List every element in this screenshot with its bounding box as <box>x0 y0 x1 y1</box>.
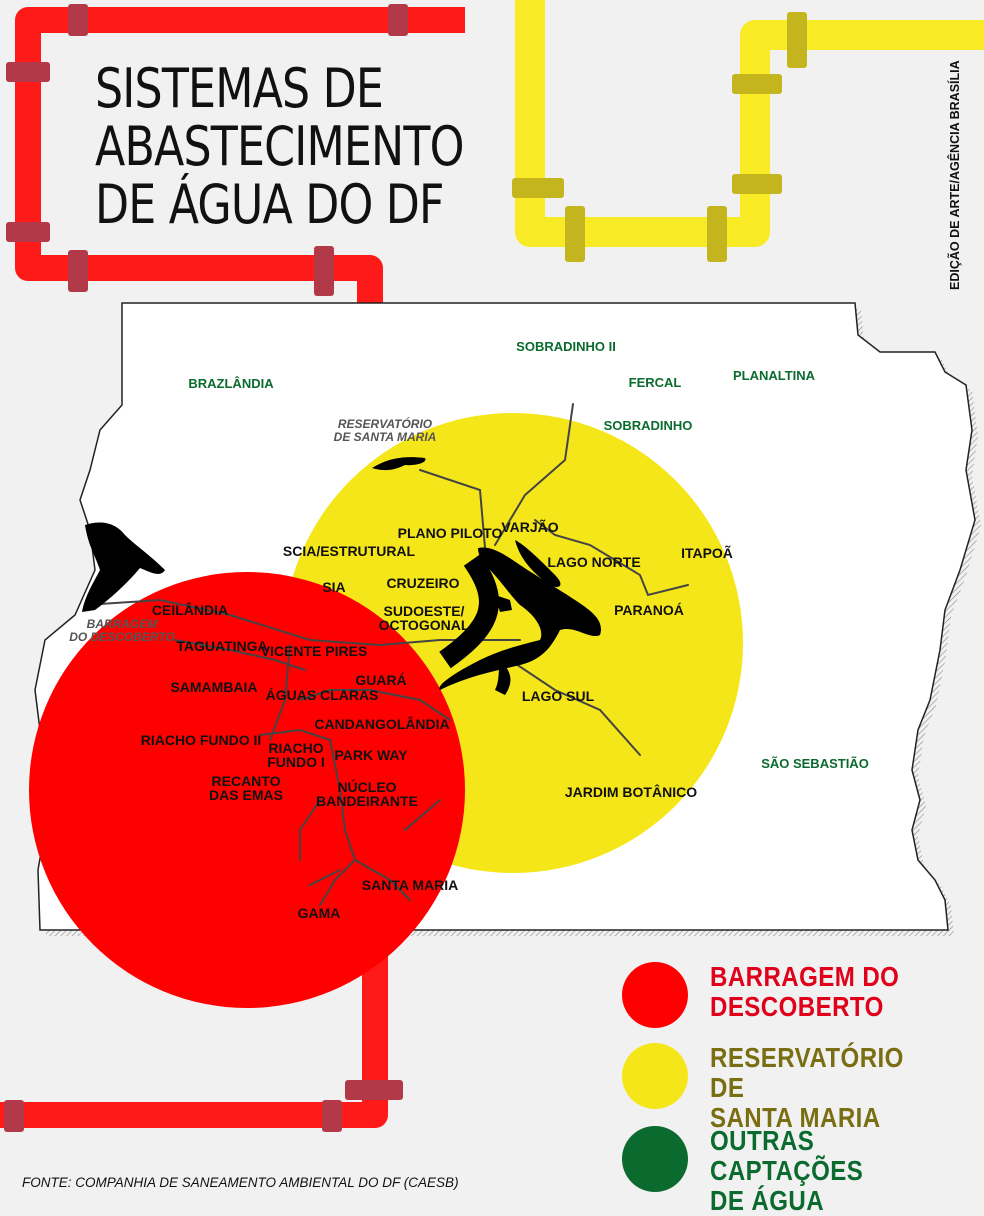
red-pipe-bottom <box>0 930 388 1128</box>
map-label-santa-maria: SANTA MARIA <box>362 877 458 893</box>
credit: EDIÇÃO DE ARTE/AGÊNCIA BRASÍLIA <box>948 60 962 290</box>
source-note: FONTE: COMPANHIA DE SANEAMENTO AMBIENTAL… <box>22 1175 459 1190</box>
map-label-aguas-claras: ÁGUAS CLARAS <box>266 687 379 703</box>
red-pipe-joints <box>4 4 408 1132</box>
legend-item-outras: OUTRAS CAPTAÇÕES DE ÁGUA <box>622 1126 982 1216</box>
legend-item-descoberto: BARRAGEM DO DESCOBERTO <box>622 962 982 1032</box>
map-label-cruzeiro: CRUZEIRO <box>386 575 459 591</box>
red-pipe-top <box>15 7 465 305</box>
map-label-taguatinga: TAGUATINGA <box>176 638 267 654</box>
map-label-candangolandia: CANDANGOLÂNDIA <box>314 715 449 732</box>
map-label-brazlandia: BRAZLÂNDIA <box>188 376 274 391</box>
map-label-varjao: VARJÃO <box>501 518 558 535</box>
map-label-sudoeste-octogonal: SUDOESTE/OCTOGONAL <box>379 603 470 633</box>
map-label-plano-piloto: PLANO PILOTO <box>398 525 503 541</box>
map-label-itapoa: ITAPOÃ <box>681 544 733 561</box>
yellow-pipe-joints <box>512 12 807 262</box>
map-label-sobradinho: SOBRADINHO <box>604 418 693 433</box>
descoberto-reservoir-shape <box>82 522 165 612</box>
map-label-scia-estrutural: SCIA/ESTRUTURAL <box>283 543 416 559</box>
map-label-jardim-botanico: JARDIM BOTÂNICO <box>565 783 697 800</box>
map-label-sao-sebastiao: SÃO SEBASTIÃO <box>761 756 869 771</box>
map-label-sia: SIA <box>322 579 345 595</box>
legend-swatch-green <box>622 1126 688 1192</box>
map-label-sobradinho-ii: SOBRADINHO II <box>516 339 616 354</box>
legend-label-outras: OUTRAS CAPTAÇÕES DE ÁGUA <box>710 1125 864 1216</box>
map-label-riacho-fundo-ii: RIACHO FUNDO II <box>141 732 262 748</box>
title-line-1: SISTEMAS DE <box>95 57 384 120</box>
yellow-pipe <box>515 0 984 247</box>
santa-maria-dam-canal <box>439 554 499 669</box>
map-label-samambaia: SAMAMBAIA <box>170 679 257 695</box>
map-label-fercal: FERCAL <box>629 375 682 390</box>
legend-item-santa-maria: RESERVATÓRIO DE SANTA MARIA <box>622 1043 982 1133</box>
map-label-vicente-pires: VICENTE PIRES <box>261 643 368 659</box>
outras-captacoes-labels: SOBRADINHO II BRAZLÂNDIA FERCAL PLANALTINA S… <box>188 339 868 771</box>
map-label-paranoa: PARANOÁ <box>614 602 684 618</box>
map-label-planaltina: PLANALTINA <box>733 368 816 383</box>
map-label-lago-sul: LAGO SUL <box>522 688 595 704</box>
legend-swatch-yellow <box>622 1043 688 1109</box>
title-line-2: ABASTECIMENTO <box>95 115 464 178</box>
lago-paranoa <box>439 540 601 695</box>
legend-label-descoberto: BARRAGEM DO DESCOBERTO <box>710 961 900 1022</box>
pipes <box>0 0 984 1132</box>
descoberto-coverage-area <box>29 572 465 1008</box>
title-line-3: DE ÁGUA DO DF <box>95 173 445 236</box>
map-label-ceilandia: CEILÂNDIA <box>152 601 228 618</box>
map-label-lago-norte: LAGO NORTE <box>547 554 640 570</box>
legend-swatch-red <box>622 962 688 1028</box>
roads <box>84 403 689 906</box>
map-label-park-way: PARK WAY <box>334 747 408 763</box>
map-label-gama: GAMA <box>298 905 341 921</box>
legend-label-santa-maria: RESERVATÓRIO DE SANTA MARIA <box>710 1042 904 1133</box>
santa-maria-reservoir-shape <box>372 457 426 471</box>
map-label-guara: GUARÁ <box>355 672 406 688</box>
